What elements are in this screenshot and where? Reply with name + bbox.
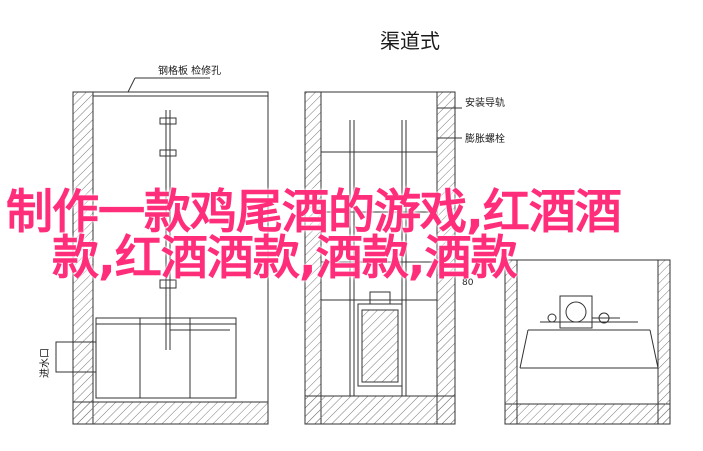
- left-floor-hatched: [72, 401, 269, 425]
- right-bottom-wall: [504, 403, 671, 425]
- label-bottom: 80: [462, 278, 474, 288]
- right-plan-view: [504, 259, 671, 425]
- middle-floor: [304, 395, 456, 425]
- right-pump-flange: [559, 295, 593, 329]
- left-inlet-box: [55, 341, 97, 373]
- label-install-rail: 安装导轨: [465, 96, 505, 109]
- left-wall-hatched: [72, 91, 94, 425]
- middle-right-wall: [436, 91, 456, 425]
- label-expansion-bolt: 膨胀螺栓: [465, 132, 505, 145]
- left-section-view: [55, 77, 269, 425]
- middle-section-view: [304, 91, 462, 425]
- label-inlet: 进水口: [39, 348, 51, 378]
- right-left-wall: [504, 259, 518, 425]
- right-panel-frame: [504, 259, 671, 425]
- diagram-title: 渠道式: [380, 29, 440, 53]
- middle-left-wall: [304, 91, 322, 425]
- right-right-wall: [657, 259, 671, 425]
- label-steel-plate: 钢格板 检修孔: [158, 64, 221, 77]
